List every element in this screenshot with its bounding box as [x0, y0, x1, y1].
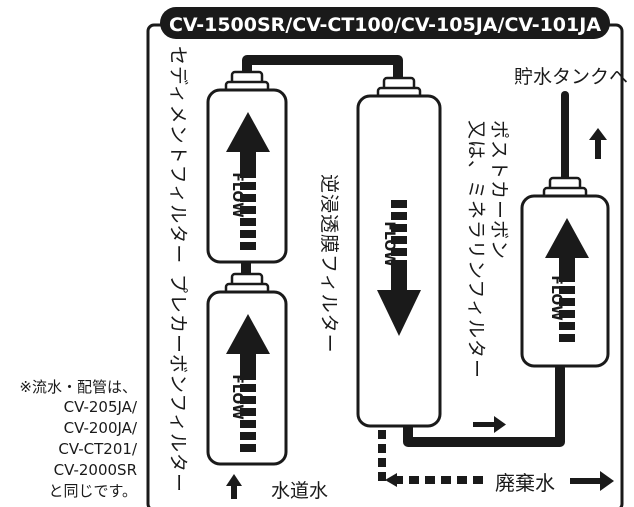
- note-line: CV-CT201/: [58, 440, 138, 458]
- note-line: と同じです。: [48, 482, 137, 500]
- header-bar: CV-1500SR/CV-CT100/CV-105JA/CV-101JA: [160, 7, 610, 39]
- arrow-up-icon: [226, 474, 242, 499]
- label-tap-water: 水道水: [271, 480, 328, 502]
- flow-label-postcarbon: FLOW: [548, 275, 564, 320]
- waste-pipe: [378, 430, 483, 484]
- label-postcarbon-line1: ポストカーボン: [488, 120, 510, 260]
- note-block: ※流水・配管は、 CV-205JA/ CV-200JA/ CV-CT201/ C…: [19, 378, 138, 500]
- pipe-sediment-to-ro: [242, 55, 403, 83]
- arrow-left-icon: [385, 473, 397, 487]
- arrow-right-icon: [473, 416, 506, 433]
- label-precarbon-filter: プレカーボンフィルター: [167, 274, 189, 493]
- flow-label-precarbon: FLOW: [229, 374, 245, 419]
- note-line: CV-205JA/: [64, 398, 138, 416]
- flow-arrow-postcarbon: FLOW: [545, 218, 589, 342]
- label-waste-water: 廃棄水: [495, 471, 555, 495]
- arrow-right-icon: [570, 471, 614, 491]
- label-postcarbon-line2: 又は、ミネラリンフィルター: [465, 120, 487, 379]
- flow-label-ro: FLOW: [381, 221, 397, 266]
- note-line: CV-200JA/: [64, 419, 138, 437]
- arrow-up-icon: [589, 128, 607, 159]
- label-ro-filter: 逆浸透膜フィルター: [318, 174, 340, 354]
- flow-arrow-precarbon: FLOW: [226, 314, 270, 452]
- flow-label-sediment: FLOW: [229, 172, 245, 217]
- flow-arrow-ro: FLOW: [377, 200, 421, 336]
- note-line: ※流水・配管は、: [19, 378, 137, 396]
- label-to-tank: 貯水タンクへ: [514, 66, 628, 88]
- label-sediment-filter: セディメントフィルター: [167, 46, 189, 264]
- flow-arrow-sediment: FLOW: [226, 112, 270, 250]
- pipe-ro-to-post: [403, 363, 565, 447]
- note-line: CV-2000SR: [54, 461, 137, 479]
- header-models: CV-1500SR/CV-CT100/CV-105JA/CV-101JA: [169, 14, 601, 36]
